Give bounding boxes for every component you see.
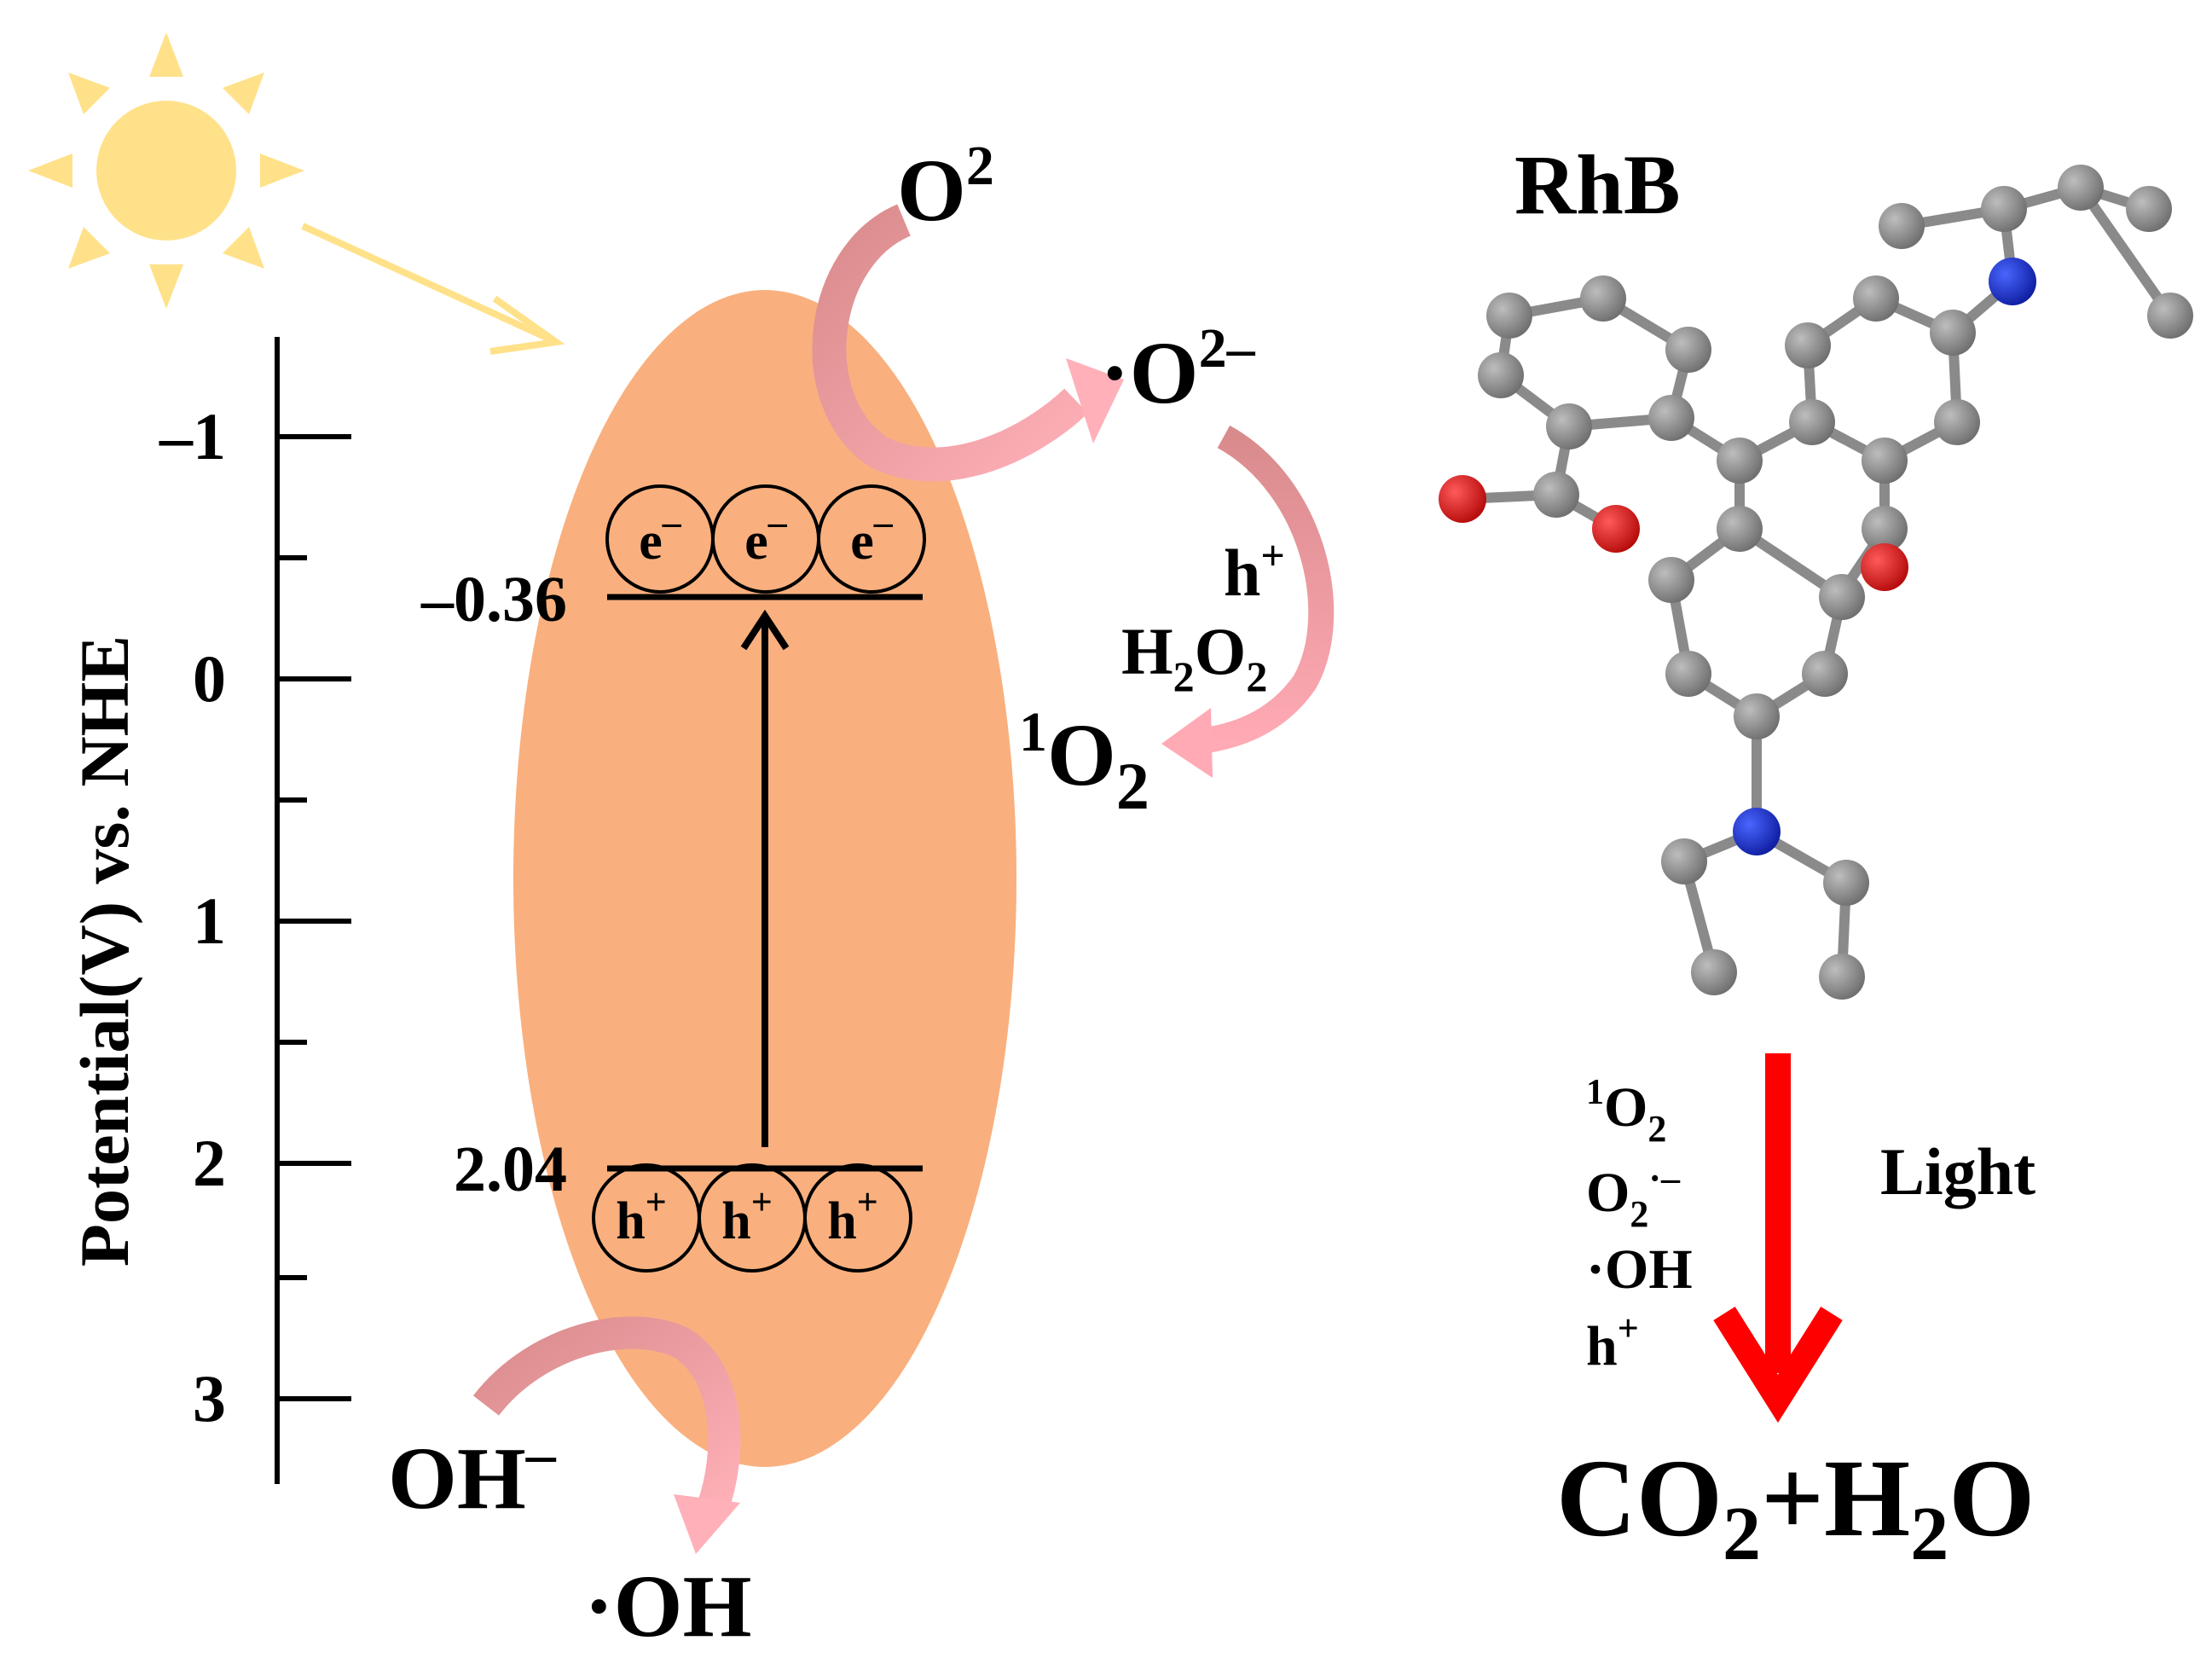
tick-label-minus1: –1: [159, 399, 226, 473]
electron-label: e–: [639, 502, 682, 571]
hydrogen-peroxide-label: H2O2: [1121, 614, 1267, 700]
tick-label-0: 0: [193, 641, 226, 716]
oxygen-reduction-arrow: [812, 204, 1124, 482]
oxygen-label: O2: [897, 135, 994, 240]
degradation-arrow: [1713, 1053, 1843, 1423]
electron-label: e–: [850, 502, 894, 571]
reactive-species-4: h+: [1586, 1307, 1639, 1377]
axis-title: Potential(V) vs. NHE: [66, 635, 143, 1267]
superoxide-radical-label: ·O2–: [1100, 317, 1256, 422]
valence-band: [592, 1163, 923, 1273]
hydroxyl-radical-label: ·OH: [584, 1557, 751, 1655]
product-label: CO2+H2O: [1556, 1437, 2035, 1576]
singlet-oxygen-arrow: [1161, 425, 1335, 778]
reactive-species-1: 1O2: [1586, 1073, 1666, 1150]
conduction-band: [605, 484, 926, 600]
reactive-species-2: O2·–: [1586, 1157, 1681, 1235]
hole-label: h+: [721, 1181, 773, 1250]
tick-label-1: 1: [193, 884, 226, 958]
excitation-arrow: [740, 609, 790, 1147]
hole-label: h+: [616, 1181, 667, 1250]
hydroxide-label: OH–: [388, 1422, 557, 1528]
light-condition-label: Light: [1880, 1134, 2035, 1209]
potential-axis: [275, 337, 351, 1484]
singlet-oxygen-label: 1O2: [1019, 701, 1149, 823]
reactive-species-3: ·OH: [1586, 1238, 1693, 1301]
hole-oxidant-label: h+: [1224, 531, 1285, 610]
light-ray-arrow-icon: [301, 223, 565, 355]
rhb-title: RhB: [1514, 137, 1681, 232]
conduction-band-value: –0.36: [420, 564, 567, 635]
tick-label-3: 3: [193, 1361, 226, 1435]
valence-band-value: 2.04: [454, 1133, 567, 1205]
rhb-molecule-icon: [1439, 165, 2193, 1000]
hole-label: h+: [827, 1181, 878, 1250]
tick-label-2: 2: [193, 1126, 226, 1200]
sun-icon: [28, 32, 304, 309]
hydroxyl-formation-arrow: [472, 1316, 741, 1554]
electron-label: e–: [744, 502, 788, 571]
